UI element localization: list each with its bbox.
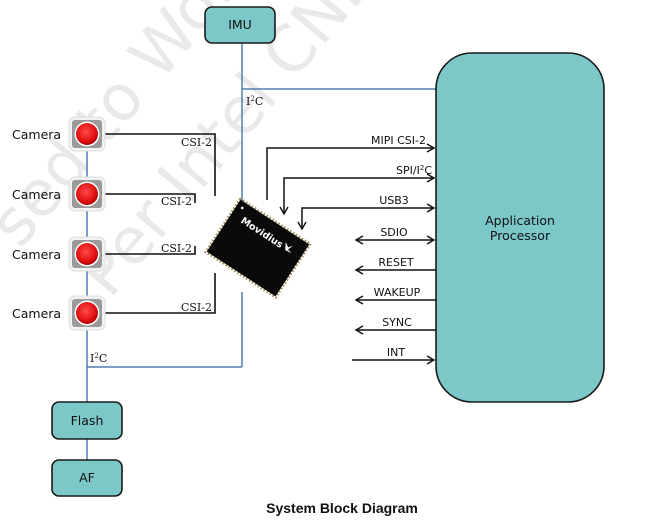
camera-2[interactable]: Camera: [12, 176, 106, 212]
chip-pin1-dot: [240, 206, 244, 210]
camera-csi-links: [104, 133, 216, 314]
application-processor-block[interactable]: Application Processor: [435, 52, 605, 403]
csi-link-camera-2: [104, 193, 196, 203]
signal-label-mipi-csi2: MIPI CSI-2: [371, 134, 426, 147]
af-label: AF: [79, 470, 95, 485]
signal-line-mipi-csi2: [266, 143, 436, 200]
af-block[interactable]: AF: [51, 459, 123, 497]
camera-label: Camera: [12, 306, 61, 321]
signal-line-spi-i2c: [279, 173, 436, 216]
signal-label-int: INT: [387, 346, 405, 359]
camera-label: Camera: [12, 127, 61, 142]
flash-block[interactable]: Flash: [51, 401, 123, 440]
csi-label-camera-2: CSI-2: [161, 195, 192, 208]
csi-link-camera-4: [104, 273, 216, 314]
camera-icon: [68, 176, 106, 212]
camera-icon: [68, 116, 106, 152]
csi-link-camera-3: [104, 246, 196, 255]
movidius-logo-icon: [285, 242, 293, 254]
signal-label-usb3: USB3: [379, 194, 409, 207]
camera-icon: [68, 236, 106, 272]
i2c-top-label: I2C: [246, 95, 263, 108]
signal-lines: [266, 143, 436, 365]
app-processor-label-line2: Processor: [490, 228, 551, 243]
diagram-caption: System Block Diagram: [266, 500, 418, 516]
camera-1[interactable]: Camera: [12, 116, 106, 152]
signal-line-usb3: [297, 203, 436, 231]
movidius-chip[interactable]: Movidius: [203, 196, 313, 300]
signal-label-wakeup: WAKEUP: [374, 286, 421, 299]
signal-label-reset: RESET: [378, 256, 414, 269]
csi-label-camera-3: CSI-2: [161, 242, 192, 255]
camera-4[interactable]: Camera: [12, 295, 106, 331]
csi-link-camera-1: [104, 133, 216, 196]
camera-icon: [68, 295, 106, 331]
signal-label-sdio: SDIO: [380, 226, 408, 239]
csi-label-camera-4: CSI-2: [181, 301, 212, 314]
watermark: sed to World Per Intel CNDA: [0, 0, 424, 310]
csi-label-camera-1: CSI-2: [181, 136, 212, 149]
imu-label: IMU: [228, 17, 252, 32]
signal-label-spi-i2c: SPI/I2C: [396, 164, 432, 177]
flash-label: Flash: [71, 413, 104, 428]
camera-3[interactable]: Camera: [12, 236, 106, 272]
camera-label: Camera: [12, 247, 61, 262]
signal-label-sync: SYNC: [382, 316, 412, 329]
app-processor-label-line1: Application: [485, 213, 555, 228]
i2c-bottom-label: I2C: [90, 352, 107, 365]
imu-block[interactable]: IMU: [204, 6, 276, 44]
camera-label: Camera: [12, 187, 61, 202]
